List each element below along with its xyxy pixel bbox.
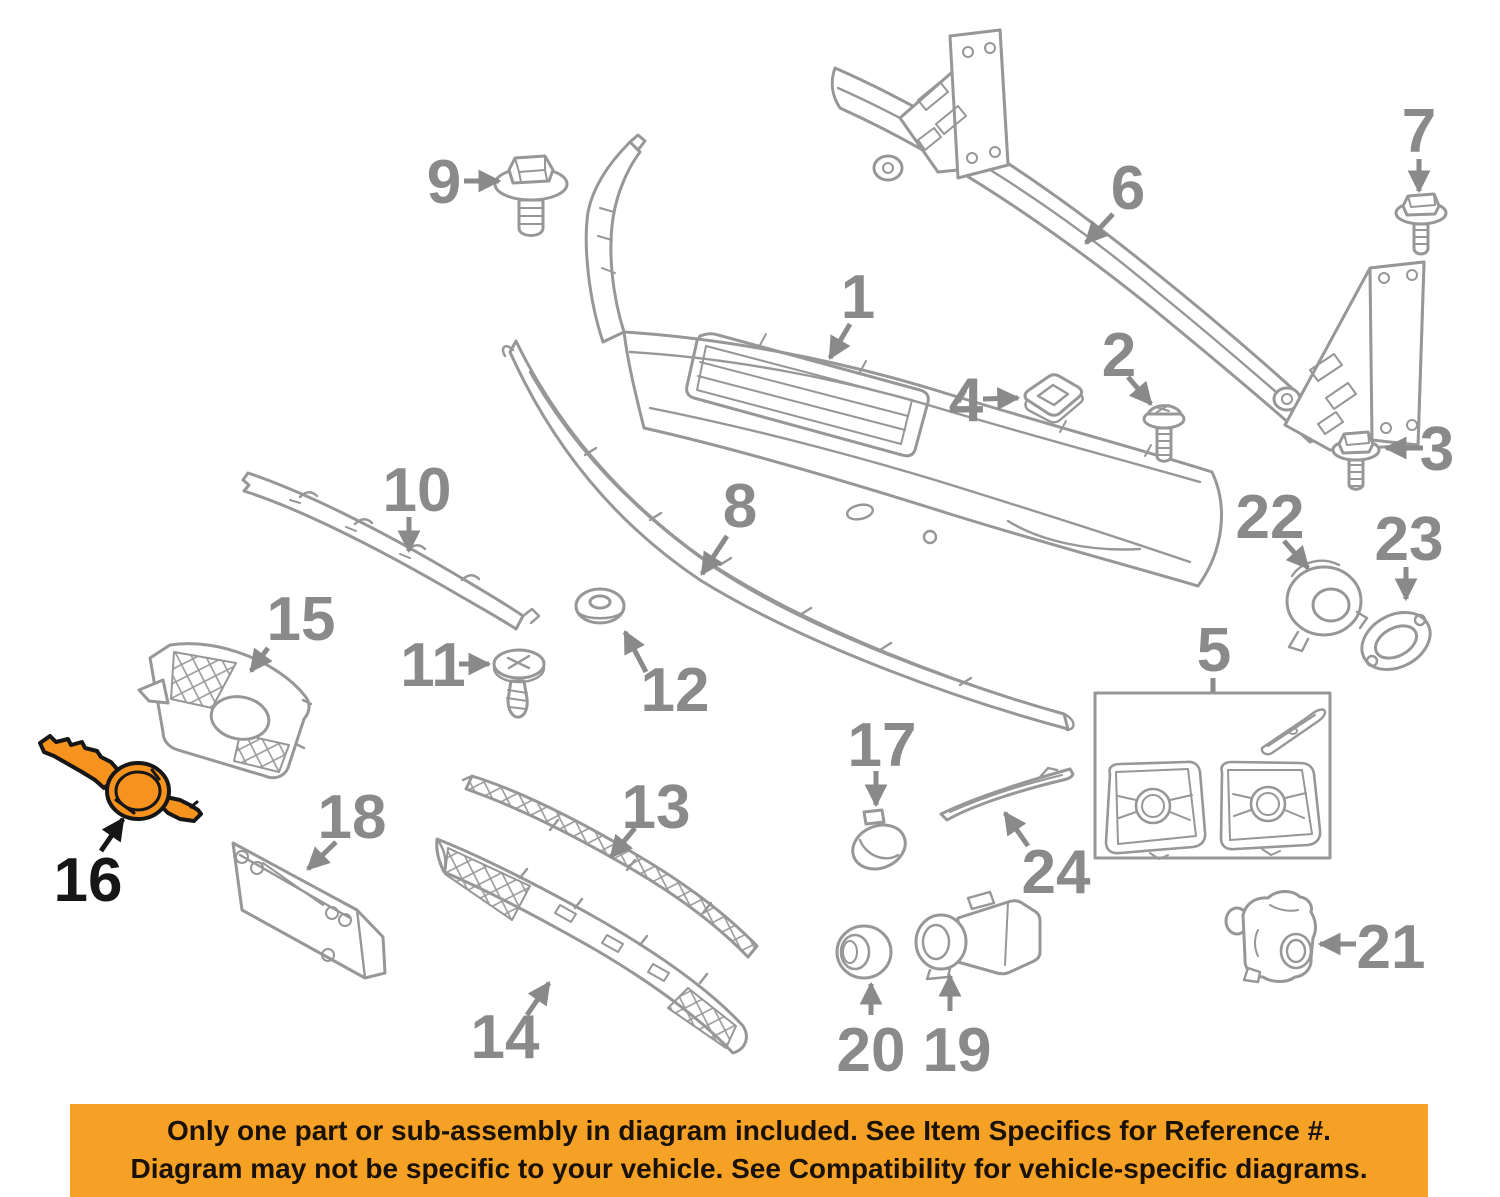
part-9-label: 9 (427, 148, 461, 217)
disclaimer-line-1: Only one part or sub-assembly in diagram… (167, 1115, 1331, 1146)
part-19-sensor-drawing (914, 890, 1042, 981)
part-10-label: 10 (383, 456, 452, 525)
disclaimer-banner: Only one part or sub-assembly in diagram… (70, 1104, 1428, 1197)
part-4-arrow (982, 387, 1021, 411)
part-22-label: 22 (1236, 483, 1305, 552)
part-3-screw-drawing (1331, 430, 1381, 491)
part-20-grommet-drawing (835, 924, 893, 980)
part-18-arrow (306, 840, 338, 871)
part-20-label: 20 (837, 1016, 906, 1085)
part-12-arrow (622, 629, 649, 674)
part-15-arrow (248, 646, 273, 673)
part-14-label: 14 (471, 1003, 540, 1072)
part-13-arrow (609, 826, 637, 859)
part-13-mesh-strip-drawing (461, 774, 759, 959)
part-14-arrow (524, 981, 552, 1017)
leader-arrows (98, 159, 1431, 1017)
part-9-screw-drawing (493, 154, 569, 237)
part-12-label: 12 (641, 656, 710, 725)
disclaimer-banner-background (70, 1104, 1428, 1197)
part-5-label: 5 (1197, 616, 1231, 685)
part-10-strip-drawing (241, 471, 541, 631)
part-1-bumper-cover-drawing (584, 133, 1223, 588)
part-3-label: 3 (1420, 415, 1454, 484)
part-7-screw-drawing (1394, 192, 1448, 256)
part-22-arrow (1282, 539, 1310, 570)
part-17-plug-drawing (851, 808, 907, 871)
part-14-mesh-grille-drawing (435, 837, 748, 1055)
part-24-arrow (1002, 811, 1031, 848)
part-23-label: 23 (1375, 505, 1444, 574)
part-6-arrow (1084, 212, 1115, 245)
part-24-reflector-drawing (939, 766, 1075, 822)
part-4-clip-drawing (1023, 373, 1084, 424)
part-17-label: 17 (848, 711, 917, 780)
part-18-label: 18 (318, 783, 387, 852)
part-16-label: 16 (54, 846, 123, 915)
part-16-highlighted-trim-drawing (38, 734, 203, 823)
disclaimer-line-2: Diagram may not be specific to your vehi… (130, 1153, 1367, 1184)
part-11-screw-drawing (492, 648, 546, 719)
part-2-label: 2 (1102, 321, 1136, 390)
part-21-label: 21 (1357, 913, 1426, 982)
part-7-label: 7 (1402, 97, 1436, 166)
part-22-cap-drawing (1285, 559, 1369, 653)
part-13-label: 13 (622, 773, 691, 842)
part-8-label: 8 (723, 472, 757, 541)
part-number-labels: 1 2 3 4 5 6 7 8 9 10 11 12 13 14 15 16 1… (54, 97, 1455, 1085)
part-1-label: 1 (841, 263, 875, 332)
part-5-box-drawing (1093, 691, 1332, 860)
part-12-washer-drawing (574, 587, 626, 625)
part-6-label: 6 (1111, 154, 1145, 223)
part-4-label: 4 (949, 366, 984, 435)
part-16-arrow (98, 817, 126, 853)
part-24-label: 24 (1022, 838, 1091, 907)
part-15-label: 15 (267, 585, 336, 654)
part-15-bezel-drawing (137, 642, 313, 780)
part-1-arrow (827, 322, 853, 360)
part-23-gasket-drawing (1360, 610, 1432, 672)
part-11-label: 11 (400, 631, 466, 700)
part-8-arrow (699, 534, 730, 576)
part-6-reinforcement-bar-drawing (830, 28, 1426, 452)
part-2-arrow (1126, 375, 1153, 406)
part-19-label: 19 (923, 1016, 992, 1085)
part-2-screw-drawing (1142, 404, 1186, 463)
part-21-camera-drawing (1224, 890, 1317, 984)
part-18-plate-bracket-drawing (231, 841, 387, 980)
